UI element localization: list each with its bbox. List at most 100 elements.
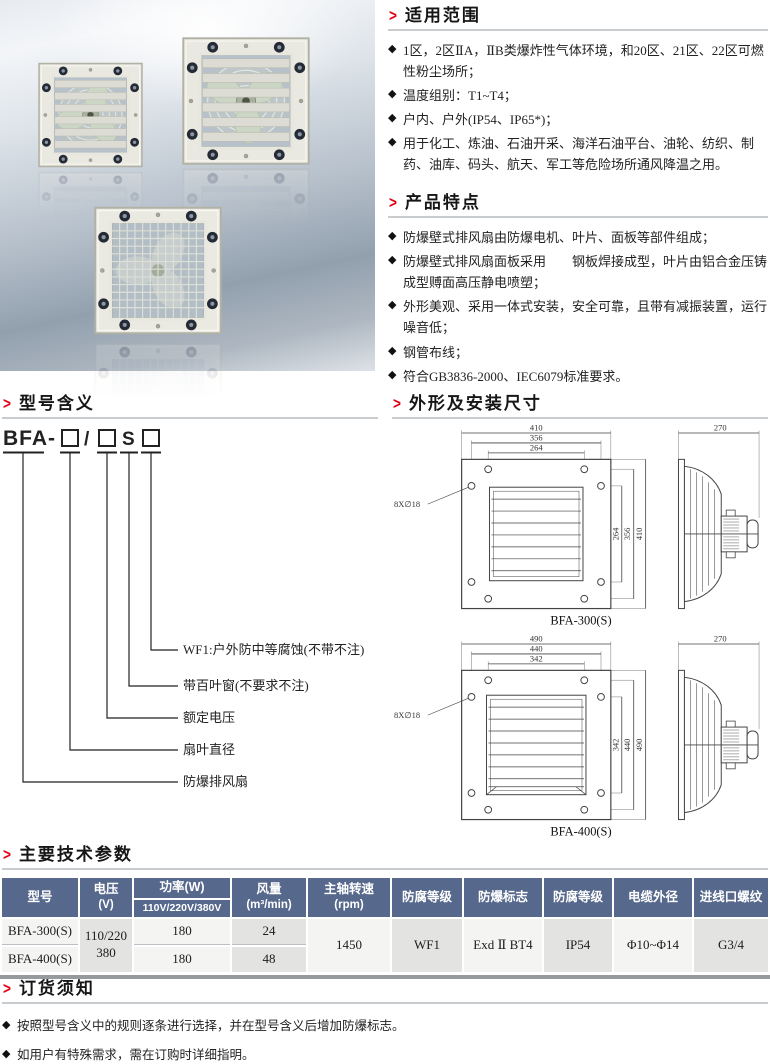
cell-model-bfa300: BFA-300(S) [2,918,78,945]
col-header-inlet-thread: 进线口螺纹 [694,878,768,917]
section-title: 订货须知 [18,979,95,998]
bullet-text: 防爆壁式排风扇面板采用 钢板焊接成型，叶片由铝合金压铸成型赙面高压静电喷塑； [403,254,768,291]
drawing-caption: BFA-300(S) [550,613,611,627]
col-header-airflow: 风量 (m³/min) [232,878,306,917]
louver-frame [486,694,587,796]
cell-line: 380 [96,945,116,961]
list-item: ◆钢管布线； [388,342,768,363]
diamond-bullet-icon: ◆ [388,136,397,149]
bullet-text: 符合GB3836-2000、IEC6079标准要求。 [403,368,629,384]
scope-bullet-list: ◆1区，2区ⅡA，ⅡB类爆炸性气体环境，和20区、21区、22区可燃性粉尘场所；… [388,40,768,175]
louvered-fan-image [182,37,310,165]
dim-side-overall: 490 [634,739,644,752]
list-item: ◆如用户有特殊需求，需在订购时详细指明。 [2,1045,768,1064]
section-arrow-icon: > [2,845,11,864]
holes-callout-label: 8X∅18 [394,710,420,720]
dim-overall-width: 410 [530,423,543,433]
diamond-bullet-icon: ◆ [2,1019,11,1031]
code-box-diameter [61,429,79,447]
cell-inlet-thread: G3/4 [694,918,768,972]
code-box-voltage [98,429,116,447]
louver-slats [486,706,587,795]
section-arrow-icon: > [388,193,397,213]
cell-speed: 1450 [308,918,390,972]
header-line: 主轴转速 [323,882,374,897]
section-header-features: > 产品特点 [388,191,768,219]
dim-depth: 270 [714,423,727,433]
section-specs: > 主要技术参数 型号 电压(V) 功率(W) 风量(m³/min) 主轴转速(… [0,843,770,979]
header-line: 风量 [256,882,282,897]
section-title: 型号含义 [18,394,95,413]
section-arrow-icon: > [2,979,11,998]
dimension-drawing-bfa400: 490 440 342 342 440 490 270 8X∅18 [394,634,760,838]
bullet-text: 按照型号含义中的规则逐条进行选择，并在型号含义后增加防爆标志。 [17,1019,405,1033]
dimension-lines [461,432,760,609]
code-dash: - [48,427,55,450]
cell-ex-mark: Exd Ⅱ BT4 [464,918,542,972]
section-header-model: > 型号含义 [2,392,378,419]
dim-inner-span: 264 [530,442,543,452]
dimension-drawing-bfa300: 410 356 264 264 356 410 270 8X∅18 [394,423,760,627]
diamond-bullet-icon: ◆ [388,230,397,243]
diamond-bullet-icon: ◆ [388,299,397,312]
dim-side-mid: 440 [622,739,632,752]
list-item: ◆ 符合GB3836-2000、IEC6079标准要求。 [388,366,768,387]
front-view-flange [461,669,612,821]
dim-hole-span: 356 [530,432,543,442]
front-view-flange [461,458,612,610]
louver-frame [488,486,584,582]
bolt-heads [41,66,140,164]
section-title: 适用范围 [404,6,481,25]
table-bottom-divider [0,974,770,979]
diamond-bullet-icon: ◆ [388,43,397,55]
spec-table: 型号 电压(V) 功率(W) 风量(m³/min) 主轴转速(rpm) 防腐等级… [0,876,770,974]
section-ordering: > 订货须知 ◆按照型号含义中的规则逐条进行选择，并在型号含义后增加防爆标志。 … [2,977,768,1064]
louver-slats [491,498,581,572]
mesh-fan-image [94,206,222,335]
cell-power-bfa400: 180 [134,946,230,972]
holes-leader-line [427,486,469,505]
callout-label: 防爆排风扇 [183,774,248,789]
bolt-heads [186,41,306,161]
code-s: S [122,429,135,450]
holes-leader-line [427,697,469,716]
dim-side-inner: 264 [610,527,620,540]
section-header-scope: > 适用范围 [388,4,768,31]
fan-photo-mesh-guard [94,204,222,337]
section-title: 主要技术参数 [18,845,133,864]
section-header-ordering: > 订货须知 [2,977,768,1004]
mounting-holes [467,465,605,603]
diamond-bullet-icon: ◆ [388,254,397,267]
col-header-model: 型号 [2,878,78,917]
callout-label: 带百叶窗(不要求不注) [183,678,309,693]
bullet-text: 如用户有特殊需求，需在订购时详细指明。 [17,1048,255,1063]
section-arrow-icon: > [388,6,397,25]
section-header-specs: > 主要技术参数 [2,843,768,870]
header-line: (m³/min) [246,899,292,911]
louver-frame-inner [493,490,580,577]
mounting-holes [467,676,605,814]
louvered-fan-image [38,62,143,168]
callout-label: 扇叶直径 [183,742,235,757]
bullet-text: 用于化工、炼油、石油开采、海洋石油平台、油轮、纺织、制药、油库、码头、航天、军工… [403,136,755,173]
side-view [677,458,759,610]
code-box-suffix [142,429,160,447]
list-item: ◆ 防爆壁式排风扇由防爆电机、叶片、面板等部件组成； [388,227,768,248]
fan-photo-small-louvered [38,62,143,168]
code-slash: / [84,429,90,450]
bullet-text: 温度组别：T1~T4； [403,88,517,104]
section-scope: > 适用范围 ◆1区，2区ⅡA，ⅡB类爆炸性气体环境，和20区、21区、22区可… [388,4,768,175]
callout-lines [22,453,178,783]
section-arrow-icon: > [2,394,11,413]
bullet-text: 钢管布线； [403,344,469,360]
side-view [677,669,759,821]
diamond-bullet-icon: ◆ [388,112,397,125]
diamond-bullet-icon: ◆ [388,368,397,381]
section-model-meaning: > 型号含义 BFA - / S WF1:户外防中等腐蚀(不带不注) 带百叶窗(… [2,392,378,824]
right-top-column: > 适用范围 ◆1区，2区ⅡA，ⅡB类爆炸性气体环境，和20区、21区、22区可… [388,4,768,390]
bullet-text: 防爆壁式排风扇由防爆电机、叶片、面板等部件组成； [403,230,716,246]
section-arrow-icon: > [392,394,401,413]
cell-model-bfa400: BFA-400(S) [2,946,78,972]
fan-photo-large-louvered [177,37,315,165]
